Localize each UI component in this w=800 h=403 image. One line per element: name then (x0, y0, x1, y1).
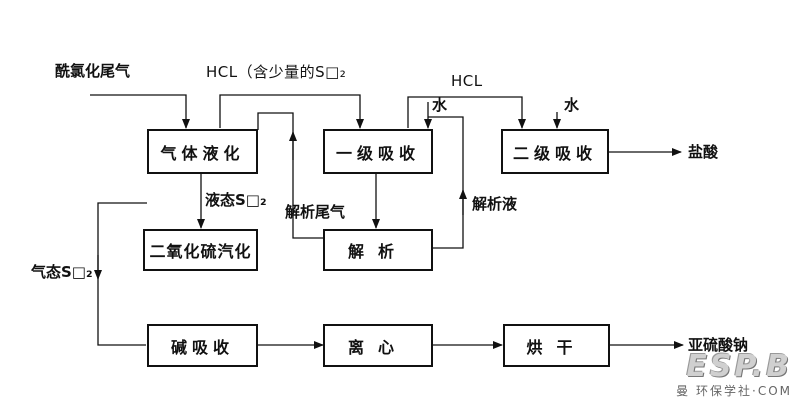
gas-liquefaction-box: 气体液化 (147, 129, 258, 174)
hydrochloric-acid-output: 盐酸 (688, 143, 719, 161)
gaseous-so2-label: 气态S□₂ (31, 263, 93, 281)
watermark: ESP.B 曼 环保学社·COM (676, 349, 792, 399)
water-label-2: 水 (564, 96, 580, 114)
feed-label: 酰氯化尾气 (55, 62, 131, 80)
watermark-badge: 曼 (676, 384, 691, 398)
desorption-box: 解析 (323, 229, 433, 271)
watermark-logo: ESP.B (686, 349, 792, 384)
hcl-line (407, 96, 526, 129)
desorb-liquid-line (428, 116, 464, 249)
desorption-liquid-label: 解析液 (472, 195, 518, 213)
water-label-1: 水 (432, 96, 448, 114)
hcl-label: HCL (451, 72, 483, 90)
alkali-absorption-box: 碱吸收 (147, 324, 258, 367)
hcl-so2-label: HCL（含少量的S□₂ (206, 63, 347, 81)
so2-vaporization-box: 二氧化硫汽化 (143, 229, 258, 271)
secondary-absorption-box: 二级吸收 (501, 129, 609, 174)
liquid-so2-label: 液态S□₂ (205, 191, 267, 209)
hcl-so2-line (219, 94, 364, 129)
sodium-sulfite-output: 亚硫酸钠 (688, 336, 749, 354)
centrifuge-box: 离心 (323, 324, 433, 367)
gaseous-so2-line (97, 202, 147, 346)
primary-absorption-box: 一级吸收 (323, 129, 433, 174)
watermark-text: 环保学社·COM (696, 384, 792, 398)
drying-box: 烘干 (503, 324, 610, 367)
desorption-tail-gas-label: 解析尾气 (285, 203, 346, 221)
feed-line (90, 94, 190, 129)
tail-gas-line (257, 112, 323, 239)
